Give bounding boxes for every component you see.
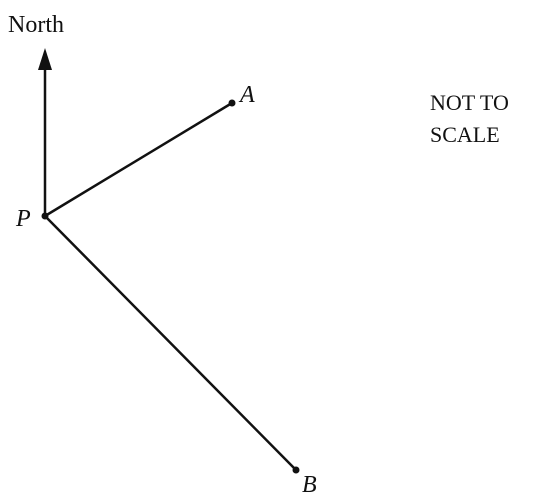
point-A-dot [228, 99, 236, 107]
north-label: North [8, 12, 64, 38]
not-to-scale-line1: NOT TO [430, 90, 509, 115]
point-A-label: A [238, 82, 255, 108]
not-to-scale-line2: SCALE [430, 122, 500, 147]
segment-PA [44, 101, 233, 218]
point-B-label: B [302, 472, 317, 495]
segment-PB [44, 215, 297, 471]
point-P-label: P [15, 206, 31, 232]
point-P-dot [41, 212, 49, 220]
north-arrow-head [38, 48, 52, 70]
point-B-dot [292, 466, 300, 474]
